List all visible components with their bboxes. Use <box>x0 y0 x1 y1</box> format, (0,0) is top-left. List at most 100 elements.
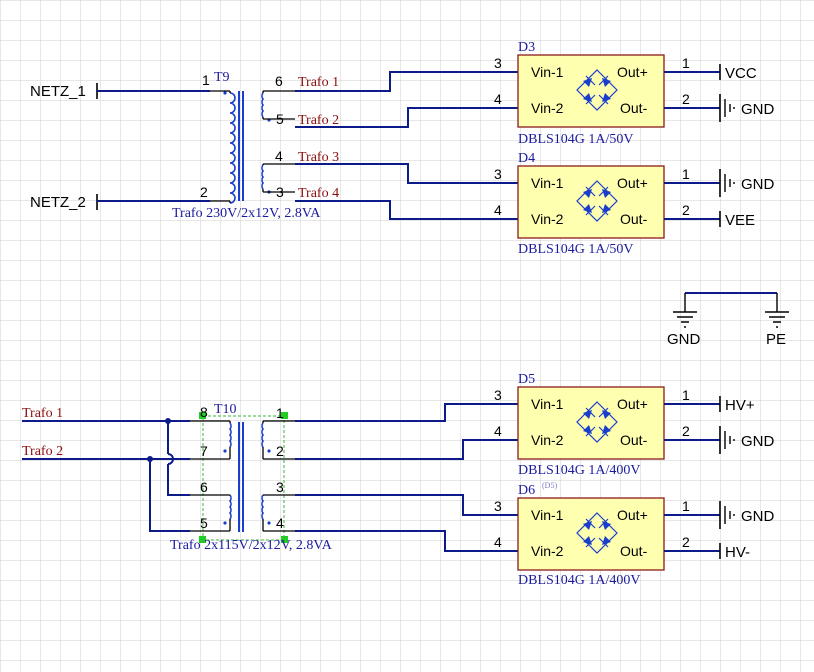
d6-comment: DBLS104G 1A/400V <box>518 573 641 588</box>
power-gnd-1[interactable]: GND <box>719 93 775 123</box>
vcc-label: VCC <box>725 65 757 82</box>
power-vcc-1[interactable]: VCC <box>719 64 757 82</box>
d5-pin-1: 1 <box>682 387 690 403</box>
power-gnd-5[interactable]: GND <box>719 500 775 530</box>
pe-label: PE <box>766 331 786 348</box>
transformer-t9[interactable]: T9 1 2 6 5 4 3 Trafo 230V/2x12V, 2.8VA <box>172 70 321 221</box>
net-label-trafo-2-bottom: Trafo 2 <box>22 444 63 459</box>
d6-outp: Out+ <box>617 507 648 523</box>
vee-label: VEE <box>725 212 755 229</box>
t9-comment: Trafo 230V/2x12V, 2.8VA <box>172 206 321 221</box>
d3-pin-4: 4 <box>494 91 502 107</box>
d3-vin1: Vin-1 <box>531 64 564 80</box>
t10-handle[interactable] <box>281 412 288 419</box>
power-gnd-2[interactable]: GND <box>719 168 775 198</box>
d4-outp: Out+ <box>617 175 648 191</box>
wire-crossover <box>167 453 174 465</box>
t10-dot <box>223 449 227 453</box>
d6-pin-2: 2 <box>682 534 690 550</box>
net-label-trafo-3: Trafo 3 <box>298 150 339 165</box>
t9-pin-2: 2 <box>200 184 208 200</box>
t10-handle[interactable] <box>199 536 206 543</box>
port-netz-1-label: NETZ_1 <box>30 83 86 100</box>
d3-comment: DBLS104G 1A/50V <box>518 132 634 147</box>
t10-comment: Trafo 2x115V/2x12V, 2.8VA <box>170 538 333 553</box>
d4-pin-2: 2 <box>682 202 690 218</box>
power-gnd-pe-gnd[interactable]: GND <box>667 293 701 348</box>
wire-t10-jumper-a <box>167 421 190 496</box>
d5-outm: Out- <box>620 432 648 448</box>
d4-comment: DBLS104G 1A/50V <box>518 242 634 257</box>
power-hv-plus[interactable]: HV+ <box>719 396 755 414</box>
d5-pin-3: 3 <box>494 387 502 403</box>
t9-pin-6: 6 <box>275 73 283 89</box>
port-netz-2-label: NETZ_2 <box>30 194 86 211</box>
wire-trafo2-d3 <box>295 107 518 128</box>
d6-pin-1: 1 <box>682 498 690 514</box>
t10-pin-2: 2 <box>276 443 284 459</box>
rectifier-d6[interactable]: D6 (D5) Vin-1 Vin-2 Out+ Out- 3 4 1 2 DB… <box>494 481 690 588</box>
d4-vin2: Vin-2 <box>531 211 564 227</box>
t10-primary-coil-b <box>229 494 232 520</box>
wire-trafo3-d4 <box>295 163 518 184</box>
t10-selection-box <box>202 415 285 541</box>
t10-pin-7: 7 <box>200 443 208 459</box>
wire-d5-out <box>664 403 720 441</box>
net-label-trafo-1-top: Trafo 1 <box>298 75 339 90</box>
gnd-label-1: GND <box>741 101 775 118</box>
d5-pin-2: 2 <box>682 423 690 439</box>
power-vee[interactable]: VEE <box>719 211 755 229</box>
t9-pin-4: 4 <box>275 148 283 164</box>
wire-trafo1-d3 <box>295 71 518 92</box>
transformer-t10[interactable]: T10 8 7 6 5 1 2 3 4 Trafo 2x115V/2x12V, … <box>170 402 333 553</box>
t10-handle[interactable] <box>199 412 206 419</box>
wire-netz <box>97 90 210 202</box>
power-gnd-4[interactable]: GND <box>719 425 775 455</box>
t10-secondary-coil-a <box>261 422 264 448</box>
d6-pin-4: 4 <box>494 534 502 550</box>
net-label-trafo-1-bottom: Trafo 1 <box>22 406 63 421</box>
t10-primary-leads <box>190 420 231 532</box>
t9-primary-coil <box>229 92 236 204</box>
d6-ghost-designator: (D5) <box>542 481 557 490</box>
t9-dot <box>223 91 227 95</box>
d3-outm: Out- <box>620 100 648 116</box>
d3-pin-3: 3 <box>494 55 502 71</box>
d6-vin1: Vin-1 <box>531 507 564 523</box>
junction <box>165 418 171 424</box>
wire-d4-out <box>664 182 720 220</box>
d5-outp: Out+ <box>617 396 648 412</box>
d3-body <box>517 54 665 128</box>
wire-d6-out <box>664 514 720 552</box>
d3-designator: D3 <box>518 40 535 55</box>
t10-core <box>238 422 244 532</box>
rectifier-d4[interactable]: D4 Vin-1 Vin-2 Out+ Out- 3 4 1 2 DBLS104… <box>494 151 690 257</box>
d6-designator: D6 <box>518 483 535 498</box>
d3-pin-2: 2 <box>682 91 690 107</box>
wire-t10-d6-a <box>295 494 518 516</box>
t10-dot <box>223 521 227 525</box>
d5-vin1: Vin-1 <box>531 396 564 412</box>
net-label-trafo-4: Trafo 4 <box>298 186 339 201</box>
t10-primary-coil-a <box>229 422 232 448</box>
rectifier-d3[interactable]: D3 Vin-1 Vin-2 Out+ Out- 3 4 1 2 DBLS104… <box>494 40 690 147</box>
rectifier-d5[interactable]: D5 Vin-1 Vin-2 Out+ Out- 3 4 1 2 DBLS104… <box>494 372 690 478</box>
d6-pin-3: 3 <box>494 498 502 514</box>
t9-designator: T9 <box>214 70 230 85</box>
wire-trafo-in <box>22 420 190 460</box>
d5-vin2: Vin-2 <box>531 432 564 448</box>
t10-dot <box>267 521 271 525</box>
t10-designator: T10 <box>214 402 237 417</box>
t10-pin-4: 4 <box>276 515 284 531</box>
wire-t10-jumper-b <box>149 459 190 532</box>
t10-handle[interactable] <box>281 536 288 543</box>
d5-designator: D5 <box>518 372 535 387</box>
power-hv-minus[interactable]: HV- <box>719 543 750 561</box>
t10-secondary-leads <box>262 420 295 532</box>
wire-t10-d5-a <box>295 403 518 422</box>
power-pe[interactable]: PE <box>765 293 789 348</box>
t10-pin-1: 1 <box>276 405 284 421</box>
t9-secondary-leads <box>262 90 295 193</box>
t9-primary-leads <box>210 90 231 203</box>
